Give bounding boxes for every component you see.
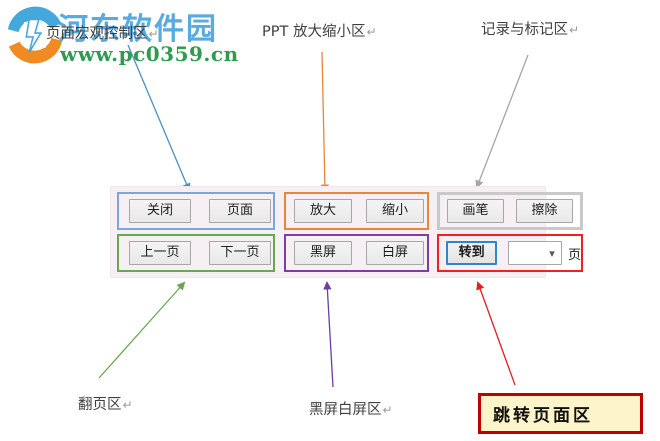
jump-page-group: 转到 ▾ 页 [437,234,583,272]
paragraph-mark-icon: ↵ [569,23,580,37]
ppt-remote-toolbar-panel: 关闭 页面 放大 缩小 画笔 擦除 上一页 下一页 黑屏 白屏 [110,186,583,278]
arrow-mark [475,54,529,189]
page-unit-label: 页 [567,247,581,263]
goto-button[interactable]: 转到 [446,241,498,265]
erase-button[interactable]: 擦除 [516,199,573,223]
next-page-button[interactable]: 下一页 [209,241,271,265]
callout-jump-page-box: 跳转页面区 [478,393,643,434]
toolbar-row-bottom: 上一页 下一页 黑屏 白屏 转到 ▾ 页 [111,234,583,272]
arrow-jump [476,281,516,386]
callout-black-white-screen: 黑屏白屏区↵ [309,403,393,418]
callout-record-mark-text: 记录与标记区 [481,22,568,38]
callout-black-white-screen-text: 黑屏白屏区 [309,402,382,418]
arrow-screen [323,281,334,388]
callout-macro-control-text: 页面宏观控制区 [46,26,148,42]
paragraph-mark-icon: ↵ [382,403,393,417]
prev-page-button[interactable]: 上一页 [129,241,191,265]
watermark-url: www.pc0359.cn [60,42,239,66]
black-screen-button[interactable]: 黑屏 [294,241,352,265]
paragraph-mark-icon: ↵ [366,25,377,39]
callout-ppt-zoom: PPT 放大缩小区↵ [262,25,377,40]
record-mark-group: 画笔 擦除 [437,192,583,230]
callout-macro-control: 页面宏观控制区↵ [46,27,159,42]
page-button[interactable]: 页面 [209,199,271,223]
pen-button[interactable]: 画笔 [447,199,504,223]
close-button[interactable]: 关闭 [129,199,191,223]
callout-paging: 翻页区↵ [78,398,133,413]
callout-ppt-zoom-text: PPT 放大缩小区 [262,24,366,40]
white-screen-button[interactable]: 白屏 [366,241,424,265]
paging-group: 上一页 下一页 [117,234,275,272]
zoom-out-button[interactable]: 缩小 [366,199,424,223]
callout-record-mark: 记录与标记区↵ [481,23,579,38]
zoom-in-button[interactable]: 放大 [294,199,352,223]
toolbar-row-top: 关闭 页面 放大 缩小 画笔 擦除 [111,192,583,230]
arrow-page [98,281,186,379]
callout-paging-text: 翻页区 [78,397,122,413]
macro-control-group: 关闭 页面 [117,192,275,230]
zoom-group: 放大 缩小 [284,192,429,230]
arrow-zoom [320,51,330,193]
callout-jump-page-text: 跳转页面区 [493,406,593,426]
chevron-down-icon[interactable]: ▾ [549,247,555,260]
paragraph-mark-icon: ↵ [148,27,159,41]
arrow-macro [127,44,191,192]
blank-screen-group: 黑屏 白屏 [284,234,429,272]
paragraph-mark-icon: ↵ [122,398,133,412]
page-number-combo[interactable]: ▾ [508,241,562,265]
